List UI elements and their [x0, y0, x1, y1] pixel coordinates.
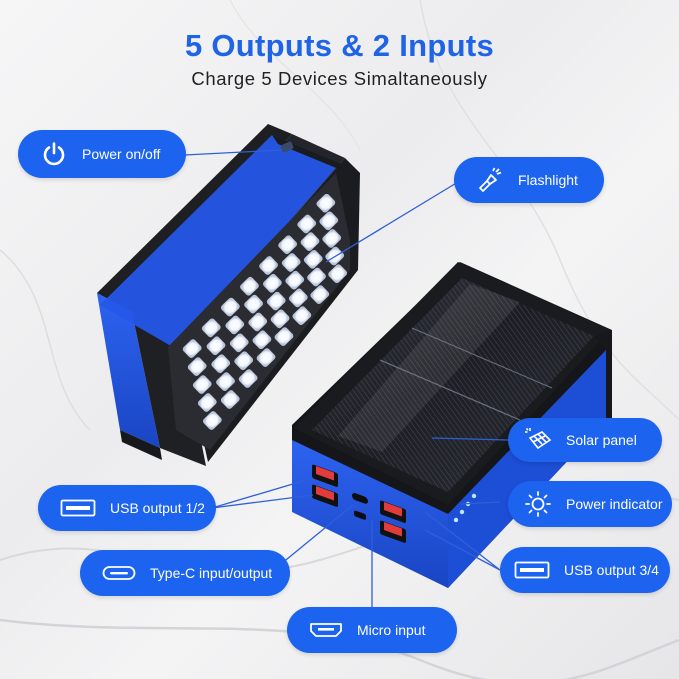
led-cell: [225, 315, 245, 335]
callout-usb12: USB output 1/2: [38, 485, 216, 531]
led-cell: [322, 229, 342, 248]
power-icon: [40, 140, 68, 168]
flashlight-powerbank: [97, 124, 360, 466]
callout-micro: Micro input: [287, 607, 457, 653]
callout-flashlight-label: Flashlight: [518, 172, 578, 188]
led-cell: [292, 306, 312, 325]
type-c-port-icon: [102, 559, 136, 587]
callout-solar: Solar panel: [508, 418, 662, 462]
led-cell: [192, 375, 212, 394]
led-cell: [206, 336, 226, 356]
callout-solar-label: Solar panel: [566, 432, 637, 448]
led-cell: [244, 294, 263, 314]
led-cell: [278, 235, 298, 255]
led-cell: [281, 253, 301, 272]
led-cell: [263, 273, 282, 293]
page-subtitle: Charge 5 Devices Simaltaneously: [191, 68, 488, 89]
sun-indicator-icon: [524, 490, 552, 518]
led-cell: [266, 291, 286, 311]
led-cell: [182, 339, 202, 358]
callout-micro-label: Micro input: [357, 622, 426, 638]
led-cell: [240, 276, 259, 296]
usb-port-icon: [514, 556, 550, 584]
callout-indicator: Power indicator: [508, 481, 672, 527]
led-cell: [216, 372, 235, 391]
led-cell: [285, 270, 305, 290]
solar-panel-icon: [524, 426, 552, 454]
led-cell: [234, 351, 254, 371]
led-cell: [187, 357, 207, 376]
led-cell: [297, 214, 317, 234]
led-cell: [197, 393, 217, 412]
led-cell: [220, 297, 240, 317]
led-cell: [310, 285, 330, 305]
page-title: 5 Outputs & 2 Inputs: [184, 28, 495, 63]
led-cell: [307, 267, 326, 287]
led-cell: [201, 318, 221, 338]
led-cell: [328, 264, 348, 284]
led-cell: [238, 369, 258, 388]
led-cell: [202, 411, 222, 430]
micro-usb-port-icon: [309, 616, 343, 644]
led-cell: [274, 327, 294, 346]
led-cell: [303, 249, 323, 269]
led-cell: [316, 193, 336, 213]
led-cell: [229, 333, 249, 353]
callout-power: Power on/off: [18, 130, 186, 178]
callout-typec: Type-C input/output: [80, 550, 290, 596]
callout-usb12-label: USB output 1/2: [110, 500, 205, 516]
callout-typec-label: Type-C input/output: [150, 565, 273, 581]
callout-flashlight: Flashlight: [454, 157, 604, 203]
led-cell: [248, 312, 268, 332]
flashlight-icon: [476, 166, 504, 194]
led-cell: [270, 309, 290, 329]
callout-power-label: Power on/off: [82, 146, 161, 162]
led-cell: [319, 211, 339, 231]
usb-port-icon: [60, 494, 96, 522]
callout-indicator-label: Power indicator: [566, 496, 663, 512]
led-cell: [259, 256, 278, 275]
led-cell: [256, 348, 276, 367]
led-cell: [300, 232, 320, 251]
led-cell: [211, 354, 231, 374]
callout-usb34-label: USB output 3/4: [564, 562, 659, 578]
callout-usb34: USB output 3/4: [500, 547, 670, 593]
solar-powerbank: [292, 262, 612, 588]
led-cell: [252, 330, 272, 350]
led-cell: [220, 390, 240, 409]
led-cell: [288, 288, 308, 308]
